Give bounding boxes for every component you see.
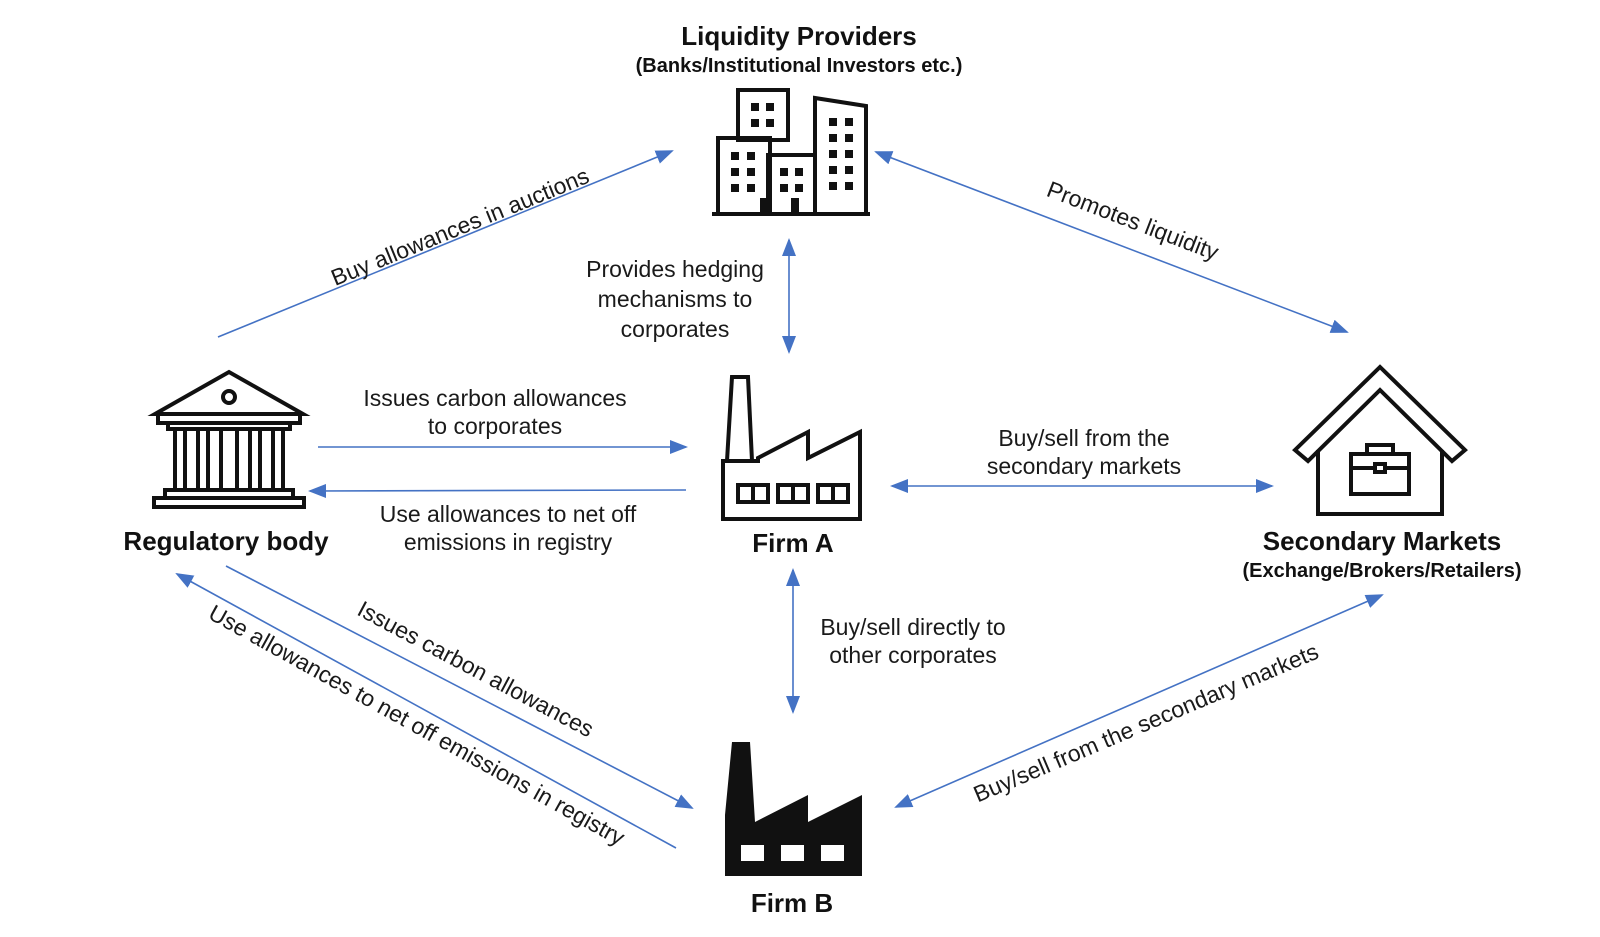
arrow-regulator-to-firm-b: [225, 565, 694, 809]
arrow-firm-b-to-regulator: [175, 573, 677, 849]
factory-filled-icon: [725, 742, 862, 876]
arrow-firm-b-secondary: [894, 594, 1384, 808]
label-use-net-off-a-2: emissions in registry: [404, 529, 613, 555]
secondary-markets-title: Secondary Markets: [1263, 526, 1501, 556]
secondary-markets-subtitle: (Exchange/Brokers/Retailers): [1242, 560, 1521, 582]
government-building-icon: [147, 369, 311, 509]
arrow-liquidity-secondary: [874, 151, 1349, 333]
label-promotes-liquidity: Promotes liquidity: [1043, 176, 1222, 266]
liquidity-providers-title: Liquidity Providers: [681, 21, 917, 51]
label-buy-sell-secondary-a-1: Buy/sell from the: [998, 425, 1169, 451]
firm-b-title: Firm B: [751, 888, 833, 918]
label-issues-to-corporates-2: to corporates: [428, 413, 562, 439]
regulatory-body-title: Regulatory body: [123, 526, 329, 556]
factory-outline-icon: [721, 375, 862, 521]
label-buy-sell-secondary-a-2: secondary markets: [987, 453, 1181, 479]
label-buy-auctions: Buy allowances in auctions: [327, 162, 593, 290]
firm-a-title: Firm A: [752, 528, 834, 558]
label-buy-sell-directly-2: other corporates: [829, 642, 996, 668]
office-buildings-icon: [712, 88, 870, 216]
arrow-regulator-to-liquidity: [217, 150, 674, 338]
arrows: [175, 150, 1384, 849]
label-buy-sell-directly-1: Buy/sell directly to: [820, 614, 1005, 640]
label-issues-to-corporates-1: Issues carbon allowances: [363, 385, 626, 411]
house-briefcase-icon: [1292, 364, 1468, 516]
label-hedging-1: Provides hedging: [586, 256, 764, 282]
label-hedging-3: corporates: [621, 316, 730, 342]
label-buy-sell-secondary-b: Buy/sell from the secondary markets: [970, 638, 1323, 807]
label-hedging-2: mechanisms to: [598, 286, 753, 312]
liquidity-providers-subtitle: (Banks/Institutional Investors etc.): [636, 55, 963, 77]
arrow-firm-a-to-regulator: [308, 483, 687, 498]
label-use-net-off-a-1: Use allowances to net off: [380, 501, 637, 527]
